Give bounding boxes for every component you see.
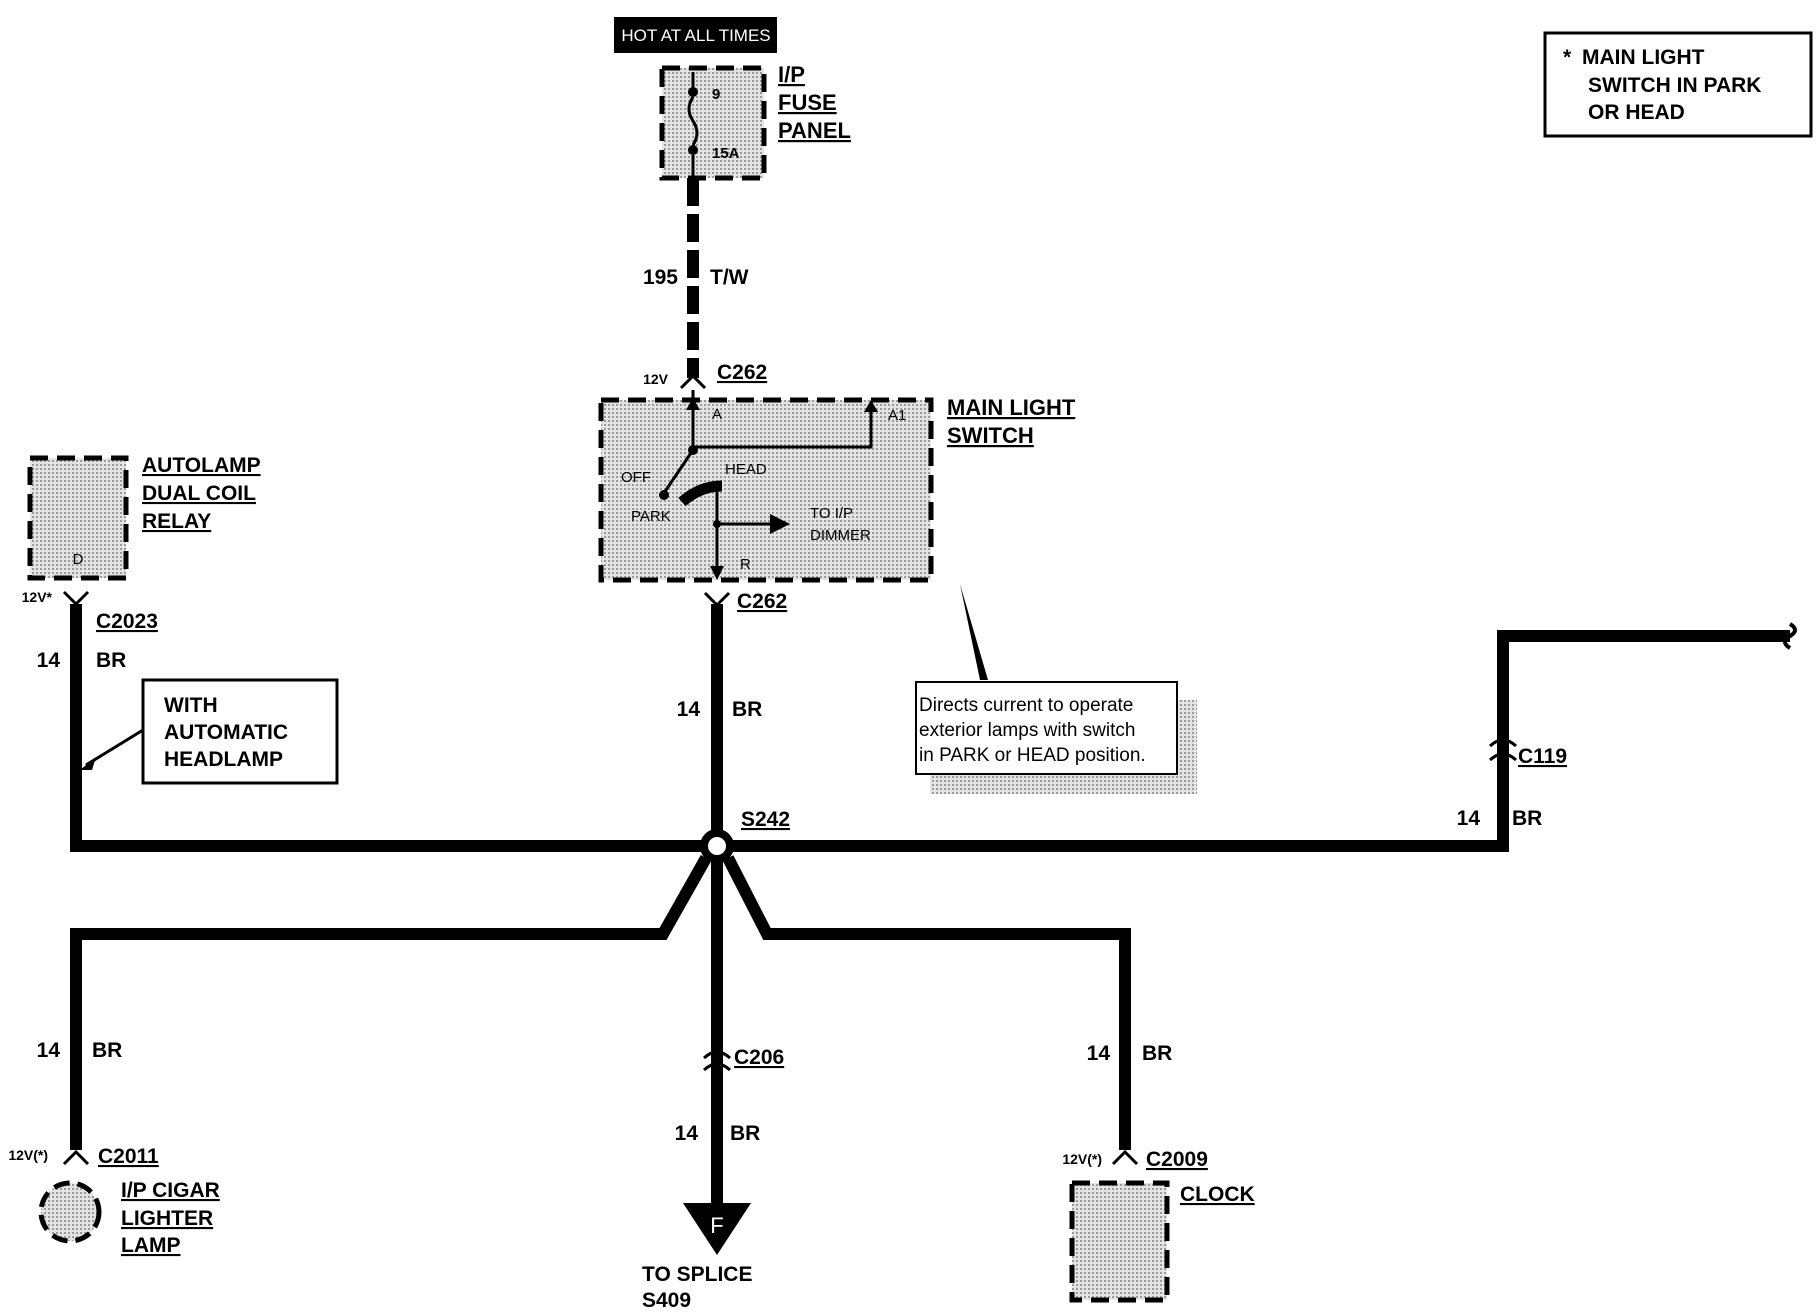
hot-label: HOT AT ALL TIMES <box>621 26 770 45</box>
callout-line-2: exterior lamps with switch <box>919 720 1135 741</box>
connector-c119-symbol-bottom <box>1488 752 1518 762</box>
connector-c206-symbol-top <box>702 1050 732 1060</box>
note-line-3: HEADLAMP <box>164 748 283 771</box>
fuse-icon <box>687 96 699 146</box>
connector-c2023-symbol <box>62 590 90 607</box>
relay-name-1: AUTOLAMP <box>142 454 261 477</box>
star-note-3: OR HEAD <box>1588 101 1685 124</box>
splice-color: BR <box>730 1122 760 1145</box>
position-head: HEAD <box>725 461 767 478</box>
switch-contact-arc <box>678 480 723 507</box>
note-line-2: AUTOMATIC <box>164 721 288 744</box>
switch-name-1: MAIN LIGHT <box>947 395 1076 420</box>
pin-a: A <box>712 406 722 423</box>
cigar-name-1: I/P CIGAR <box>121 1179 220 1202</box>
to-splice-1: TO SPLICE <box>642 1263 752 1286</box>
relay-color: BR <box>96 649 126 672</box>
clock-gauge: 14 <box>1087 1042 1111 1065</box>
clock-voltage: 12V(*) <box>1062 1151 1102 1167</box>
fuse-panel: 9 15A I/P FUSE PANEL <box>659 62 851 181</box>
relay-voltage: 12V* <box>22 589 53 605</box>
wire-clock-branch <box>722 855 1131 1150</box>
main-light-switch: A A1 R OFF HEAD PARK TO I/P DIMMER MAIN … <box>598 390 1076 583</box>
connector-c262-top-symbol <box>679 373 707 390</box>
right-color: BR <box>1512 807 1542 830</box>
switch-name-2: SWITCH <box>947 423 1034 448</box>
note-line-1: WITH <box>164 694 218 717</box>
cigar-voltage: 12V(*) <box>8 1147 48 1163</box>
fuse-rating: 15A <box>712 145 740 162</box>
relay-name-3: RELAY <box>142 510 211 533</box>
wire-cigar-branch <box>70 855 712 1150</box>
connector-c2009: C2009 <box>1146 1148 1208 1171</box>
splice-s242 <box>700 829 734 863</box>
clock-color: BR <box>1142 1042 1172 1065</box>
fuse-panel-name-2: FUSE <box>778 90 837 115</box>
position-off: OFF <box>621 469 651 486</box>
callout-line-3: in PARK or HEAD position. <box>919 745 1146 766</box>
connector-c262-bottom: C262 <box>737 590 787 613</box>
to-splice-2: S409 <box>642 1289 691 1312</box>
autolamp-relay: D AUTOLAMP DUAL COIL RELAY <box>27 454 261 581</box>
star-note-2: SWITCH IN PARK <box>1588 74 1761 97</box>
connector-c2009-symbol <box>1111 1149 1139 1166</box>
wire-195-circuit: 195 <box>643 266 678 289</box>
cigar-gauge: 14 <box>37 1039 61 1062</box>
star-note-box: * MAIN LIGHT SWITCH IN PARK OR HEAD <box>1543 31 1813 138</box>
callout-line-1: Directs current to operate <box>919 695 1133 716</box>
cigar-color: BR <box>92 1039 122 1062</box>
fuse-number: 9 <box>712 86 720 103</box>
pin-a1: A1 <box>888 407 906 424</box>
fuse-panel-name-1: I/P <box>778 62 805 87</box>
clock-name: CLOCK <box>1180 1183 1255 1206</box>
relay-gauge: 14 <box>37 649 61 672</box>
switch-voltage: 12V <box>643 371 669 387</box>
splice-gauge: 14 <box>675 1122 699 1145</box>
connector-c2011-symbol <box>62 1149 90 1166</box>
connector-c2023: C2023 <box>96 610 158 633</box>
wire-continue-icon <box>1783 622 1797 650</box>
position-park: PARK <box>631 508 671 525</box>
callout: Directs current to operate exterior lamp… <box>915 584 1197 794</box>
wire-main-bus <box>70 604 1790 852</box>
cigar-name-3: LAMP <box>121 1234 181 1257</box>
connector-c2011: C2011 <box>98 1145 159 1168</box>
relay-name-2: DUAL COIL <box>142 482 256 505</box>
splice-flag-icon <box>683 1203 751 1255</box>
connector-c262-top: C262 <box>717 361 767 384</box>
connector-c119: C119 <box>1518 745 1567 768</box>
star-symbol: * <box>1563 46 1572 69</box>
cigar-lamp-icon <box>38 1180 102 1244</box>
connector-c262-bottom-symbol <box>703 591 731 608</box>
dimmer-label-2: DIMMER <box>810 527 871 544</box>
splice-flag: F <box>710 1213 723 1238</box>
clock-component <box>1069 1180 1170 1303</box>
fuse-panel-name-3: PANEL <box>778 118 851 143</box>
connector-c206: C206 <box>734 1046 784 1069</box>
automatic-headlamp-note: WITH AUTOMATIC HEADLAMP <box>80 678 339 785</box>
pin-r: R <box>740 556 751 573</box>
right-gauge: 14 <box>1457 807 1481 830</box>
connector-c119-symbol-top <box>1488 738 1518 748</box>
star-note-1: MAIN LIGHT <box>1582 46 1705 69</box>
wire-195-color: T/W <box>710 266 749 289</box>
center-color: BR <box>732 698 762 721</box>
dimmer-label-1: TO I/P <box>810 505 853 522</box>
cigar-name-2: LIGHTER <box>121 1207 213 1230</box>
connector-c206-symbol-bottom <box>702 1062 732 1072</box>
center-gauge: 14 <box>677 698 701 721</box>
hot-at-all-times-banner: HOT AT ALL TIMES <box>614 17 777 53</box>
splice-label: S242 <box>741 808 790 831</box>
relay-pin: D <box>73 551 84 568</box>
